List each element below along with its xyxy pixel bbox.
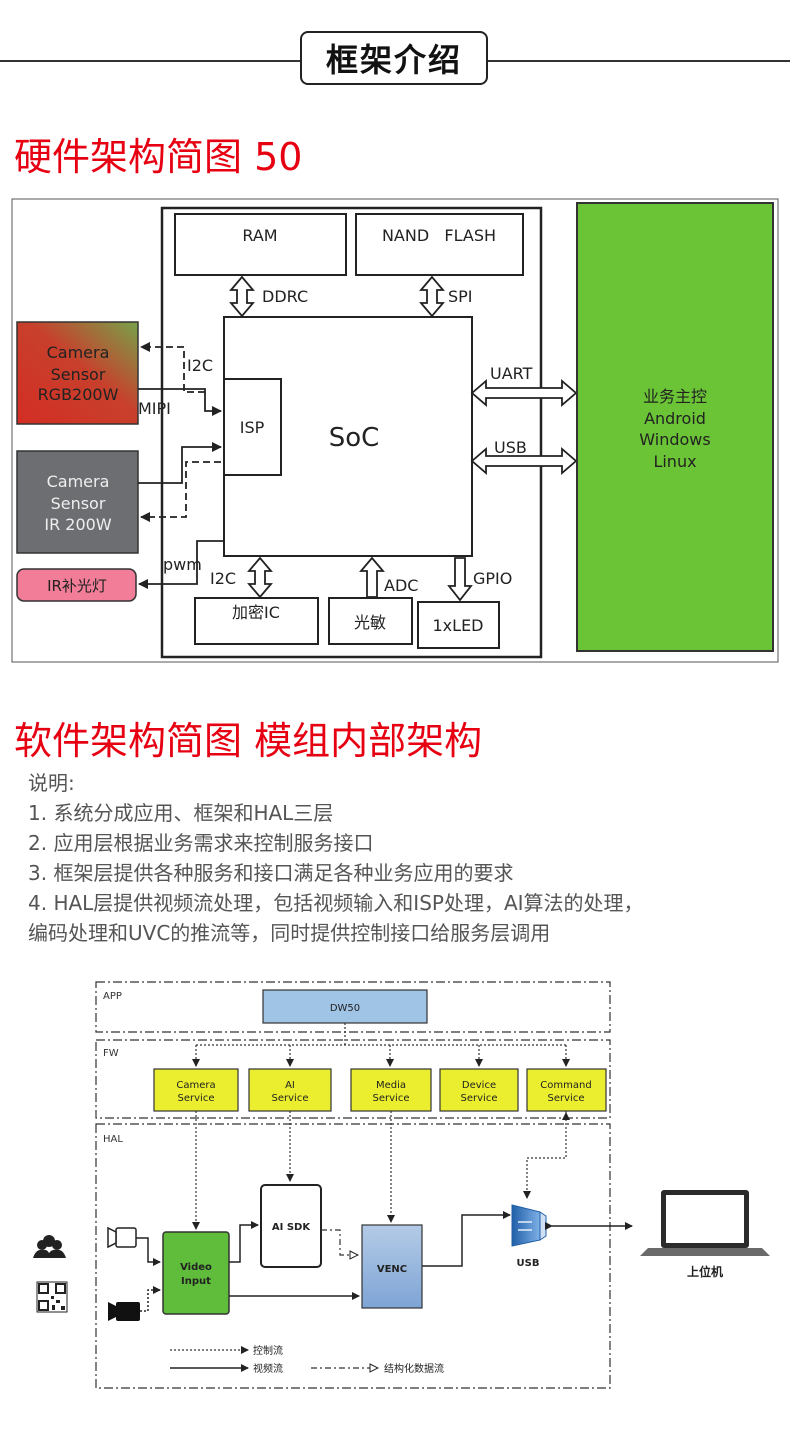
camera-ir-box (16, 450, 139, 554)
uart-label: UART (490, 364, 533, 383)
adc-label: ADC (384, 576, 418, 595)
camera-ir-line2: Sensor (51, 494, 106, 513)
legend-video-label: 视频流 (253, 1362, 283, 1375)
hal-layer (95, 1123, 611, 1389)
host-line3: Windows (639, 430, 710, 449)
i2c-top-label: I2C (187, 356, 213, 375)
note-line-4: 4. HAL层提供视频流处理，包括视频输入和ISP处理，AI算法的处理， (28, 891, 644, 915)
media-service-line1: Media (376, 1080, 406, 1091)
camera-service-box (153, 1068, 239, 1112)
host-line4: Linux (653, 452, 696, 471)
gpio-arrow (447, 557, 473, 602)
nand-box (355, 213, 524, 276)
usb-label: USB (494, 438, 527, 457)
hal-layer-label: HAL (103, 1134, 123, 1145)
qr-code-icon (36, 1281, 68, 1313)
light-sensor-label: 光敏 (354, 613, 386, 632)
header-line-right (488, 60, 790, 62)
video-input-box (162, 1231, 230, 1315)
host-pc-label: 上位机 (687, 1264, 723, 1279)
legend-struct-label: 结构化数据流 (384, 1362, 444, 1375)
dw50-label: DW50 (330, 1003, 360, 1014)
camera-service-line2: Service (178, 1093, 215, 1104)
dw50-box (262, 989, 428, 1024)
host-line2: Android (644, 409, 706, 428)
venc-box (361, 1224, 423, 1309)
spi-label: SPI (448, 287, 473, 306)
video-input-line1: Video (180, 1262, 212, 1273)
ir-light-box (16, 568, 137, 602)
device-service-box (439, 1068, 519, 1112)
notes: 说明: 1. 系统分成应用、框架和HAL三层 2. 应用层根据业务需求来控制服务… (28, 768, 644, 948)
hardware-section-title: 硬件架构简图 50 (14, 135, 303, 179)
legend-control-label: 控制流 (253, 1344, 283, 1357)
device-service-line1: Device (462, 1080, 496, 1091)
page-title: 框架介绍 (300, 31, 488, 85)
hardware-diagram: RAM NAND FLASH DDRC SPI SoC ISP Camera S… (11, 198, 779, 663)
gpio-label: GPIO (473, 569, 512, 588)
soc-label: SoC (329, 423, 380, 453)
app-layer (95, 981, 611, 1033)
led-label: 1xLED (433, 616, 484, 635)
mipi-label: MIPI (138, 399, 171, 418)
ai-service-line1: AI (285, 1080, 295, 1091)
camera-ir-line3: IR 200W (44, 515, 111, 534)
pwm-label: pwm (163, 555, 202, 574)
header-line-left (0, 60, 300, 62)
host-line1: 业务主控 (643, 387, 707, 406)
command-service-line1: Command (540, 1080, 591, 1091)
note-line-3: 3. 框架层提供各种服务和接口满足各种业务应用的要求 (28, 861, 514, 885)
camera-ir-line1: Camera (47, 472, 110, 491)
ir-light-label: IR补光灯 (47, 577, 107, 595)
video-input-line2: Input (181, 1276, 211, 1287)
users-icon (33, 1235, 66, 1258)
module-box (160, 206, 543, 659)
camera-outline-icon (107, 1226, 137, 1249)
i2c-bottom-arrow (247, 556, 273, 599)
crypto-ic-label: 加密IC (232, 603, 280, 622)
app-layer-label: APP (103, 991, 122, 1002)
laptop-icon (640, 1190, 770, 1256)
host-controller-box (576, 202, 774, 652)
adc-arrow (359, 556, 385, 598)
media-service-line2: Service (373, 1093, 410, 1104)
note-line-5: 编码处理和UVC的推流等，同时提供控制接口给服务层调用 (28, 921, 551, 945)
media-service-box (350, 1068, 432, 1112)
light-sensor-box (328, 597, 413, 645)
ram-box (174, 213, 347, 276)
software-section-title: 软件架构简图 模组内部架构 (14, 719, 483, 763)
usb-port-icon (511, 1204, 547, 1247)
ai-service-line2: Service (272, 1093, 309, 1104)
command-service-box (526, 1068, 607, 1112)
ddrc-label: DDRC (262, 287, 308, 306)
ai-sdk-box (260, 1184, 322, 1268)
note-line-1: 1. 系统分成应用、框架和HAL三层 (28, 801, 334, 825)
venc-label: VENC (377, 1264, 407, 1275)
ram-label: RAM (242, 226, 277, 245)
crypto-ic-box (194, 597, 319, 645)
nand-label: NAND FLASH (382, 226, 496, 245)
isp-label: ISP (240, 418, 265, 437)
camera-rgb-line2: Sensor (51, 365, 106, 384)
ai-sdk-label: AI SDK (272, 1222, 311, 1233)
usb-icon-label: USB (517, 1258, 540, 1269)
camera-rgb-line1: Camera (47, 343, 110, 362)
fw-layer (95, 1039, 611, 1119)
camera-rgb-line3: RGB200W (38, 385, 119, 404)
camera-service-line1: Camera (176, 1080, 215, 1091)
ai-service-box (248, 1068, 332, 1112)
camera-rgb-box (16, 321, 139, 425)
isp-box (223, 378, 282, 476)
led-box (417, 601, 500, 649)
device-service-line2: Service (461, 1093, 498, 1104)
i2c-bottom-label: I2C (210, 569, 236, 588)
notes-heading: 说明: (28, 771, 75, 795)
software-diagram: APP FW HAL DW50 Camera Service AI Servic… (33, 981, 770, 1389)
camera-black-icon (108, 1302, 140, 1321)
fw-layer-label: FW (103, 1048, 119, 1059)
command-service-line2: Service (548, 1093, 585, 1104)
note-line-2: 2. 应用层根据业务需求来控制服务接口 (28, 831, 374, 855)
